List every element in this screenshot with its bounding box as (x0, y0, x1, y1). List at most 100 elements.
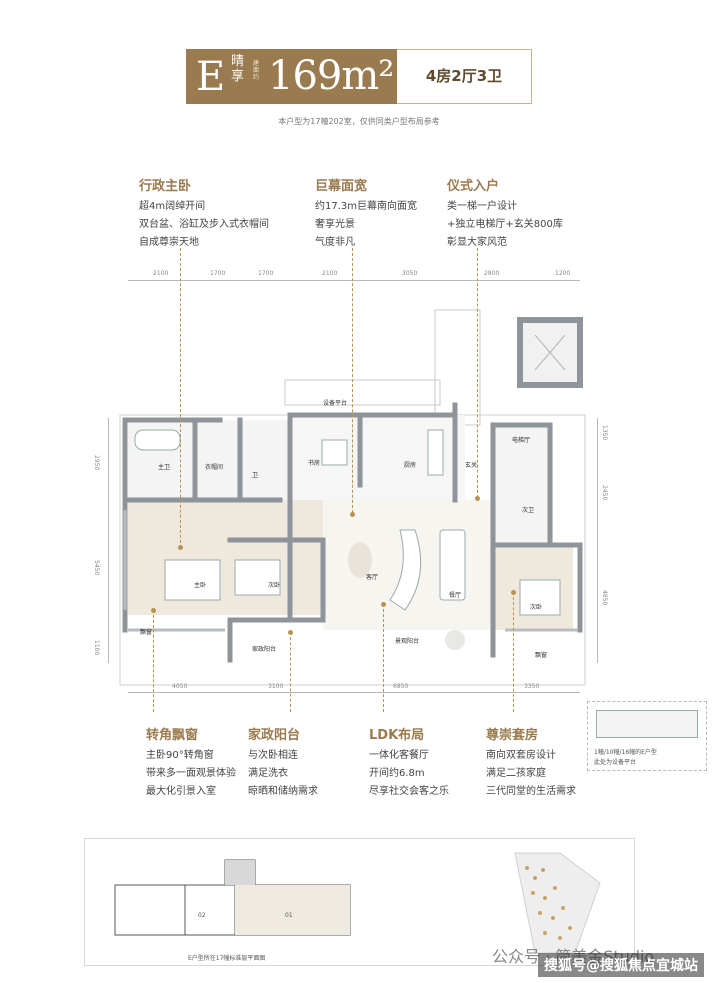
room-second-bedroom: 次卧 (268, 582, 281, 589)
room-utility-balcony: 家政阳台 (252, 646, 277, 653)
unit-area: 169m² (268, 53, 394, 99)
floor-plan (119, 309, 586, 686)
dimension-label: 2100 (322, 270, 338, 277)
inset-caption: 1幢/10幢/16幢的E户型 (594, 749, 657, 756)
reference-note: 本户型为17幢202室，仅供同类户型布局参考 (278, 117, 440, 126)
room-bay-window: 飘窗 (140, 629, 153, 636)
feature-master-suite: 行政主卧 超4m阔绰开间 双台盆、浴缸及步入式衣帽间 自成尊崇天地 (139, 175, 269, 252)
feature-title: LDK布局 (369, 728, 425, 743)
feature-line: 与次卧相连 (248, 750, 298, 761)
dimension-line-top (128, 280, 580, 281)
leader-dot (350, 512, 355, 517)
feature-line: 一体化客餐厅 (369, 750, 429, 761)
room-lift-hall: 电梯厅 (512, 437, 531, 444)
leader-dot (381, 602, 386, 607)
feature-line: 最大化引景入室 (146, 786, 216, 797)
keyplan-caption: E户型所在17幢标准层平面图 (188, 955, 266, 962)
feature-title: 仪式入户 (447, 179, 500, 194)
feature-line: 约17.3m巨幕南向面宽 (315, 201, 418, 212)
dimension-line-right (597, 418, 598, 663)
inset-caption: 此处为设备平台 (594, 759, 637, 766)
room-second-bath: 次卫 (522, 507, 535, 514)
leader-line (383, 604, 384, 712)
keyplan-unit-label: 02 (198, 912, 206, 919)
keyplan-floor (114, 859, 351, 936)
dimension-label: 3350 (524, 683, 540, 690)
room-south-balcony: 景观阳台 (395, 638, 420, 645)
dimension-label: 1700 (258, 270, 274, 277)
leader-line (290, 632, 291, 712)
dimension-line-left (108, 418, 109, 663)
feature-title: 转角飘窗 (146, 728, 199, 743)
feature-line: 超4m阔绰开间 (139, 201, 206, 212)
dimension-label: 2800 (484, 270, 500, 277)
room-suite-bedroom: 次卧 (530, 604, 543, 611)
room-entry: 玄关 (465, 462, 478, 469)
feature-line: 三代同堂的生活需求 (486, 786, 576, 797)
leader-dot (288, 630, 293, 635)
dimension-label: 3100 (268, 683, 284, 690)
leader-dot (151, 608, 156, 613)
feature-line: +独立电梯厅+玄关800库 (447, 219, 563, 230)
feature-line: 主卧90°转角窗 (146, 750, 214, 761)
leader-line (153, 610, 154, 712)
header-layout-panel (397, 49, 532, 104)
leader-dot (475, 496, 480, 501)
room-master-bedroom: 主卧 (194, 582, 207, 589)
dimension-label: 1200 (555, 270, 571, 277)
dimension-label: 6850 (393, 683, 409, 690)
keyplan-panel (84, 838, 635, 966)
keyplan-unit-label: 01 (285, 912, 293, 919)
unit-name: 晴享 (231, 54, 245, 84)
feature-corner-bay-window: 转角飘窗 主卧90°转角窗 带来多一面观景体验 最大化引景入室 (146, 724, 236, 801)
feature-line: 带来多一面观景体验 (146, 768, 236, 779)
leader-dot (178, 545, 183, 550)
room-kitchen: 厨房 (404, 462, 417, 469)
leader-dot (511, 590, 516, 595)
dimension-label: 2450 (601, 485, 608, 501)
feature-wide-frontage: 巨幕面宽 约17.3m巨幕南向面宽 奢享光景 气度非凡 (315, 175, 417, 252)
dimension-label: 2950 (93, 455, 100, 471)
room-closet: 衣帽间 (205, 464, 224, 471)
feature-line: 晾晒和储纳需求 (248, 786, 318, 797)
feature-line: 气度非凡 (315, 237, 355, 248)
room-wc: 卫 (252, 472, 259, 479)
feature-title: 尊崇套房 (486, 728, 539, 743)
header-gold-panel (186, 49, 397, 104)
room-bay-window: 飘窗 (535, 652, 548, 659)
dimension-label: 5450 (93, 560, 100, 576)
dimension-line-bottom (128, 692, 580, 693)
dimension-label: 2100 (153, 270, 169, 277)
feature-title: 家政阳台 (248, 728, 301, 743)
feature-line: 自成尊崇天地 (139, 237, 199, 248)
dimension-label: 1100 (93, 640, 100, 656)
leader-line (180, 248, 181, 548)
feature-line: 开间约6.8m (369, 768, 425, 779)
room-dining: 餐厅 (449, 592, 462, 599)
feature-ldk-layout: LDK布局 一体化客餐厅 开间约6.8m 尽享社交会客之乐 (369, 724, 449, 801)
dimension-label: 4050 (172, 683, 188, 690)
feature-title: 巨幕面宽 (315, 179, 368, 194)
feature-line: 满足洗衣 (248, 768, 288, 779)
feature-suite-rooms: 尊崇套房 南向双套房设计 满足二孩家庭 三代同堂的生活需求 (486, 724, 576, 801)
feature-line: 尽享社交会客之乐 (369, 786, 449, 797)
room-living: 客厅 (366, 574, 379, 581)
inset-plan (596, 710, 698, 738)
site-plan (514, 852, 601, 954)
watermark-sohu: 搜狐号@搜狐焦点宜城站 (538, 953, 704, 977)
room-study: 书房 (308, 460, 321, 467)
room-equipment-platform: 设备平台 (323, 400, 348, 407)
feature-ceremonial-entry: 仪式入户 类一梯一户设计 +独立电梯厅+玄关800库 彰显大家风范 (447, 175, 563, 252)
feature-line: 南向双套房设计 (486, 750, 556, 761)
feature-line: 双台盆、浴缸及步入式衣帽间 (139, 219, 269, 230)
dimension-label: 1350 (601, 425, 608, 441)
feature-title: 行政主卧 (139, 179, 192, 194)
dimension-label: 3050 (402, 270, 418, 277)
dimension-label: 4850 (601, 590, 608, 606)
area-caption: 建面约 (253, 60, 260, 81)
leader-line (352, 248, 353, 513)
inset-box: 1幢/10幢/16幢的E户型 此处为设备平台 (587, 701, 707, 771)
room-master-bath: 主卫 (158, 464, 171, 471)
feature-utility-balcony: 家政阳台 与次卧相连 满足洗衣 晾晒和储纳需求 (248, 724, 318, 801)
leader-line (477, 248, 478, 498)
